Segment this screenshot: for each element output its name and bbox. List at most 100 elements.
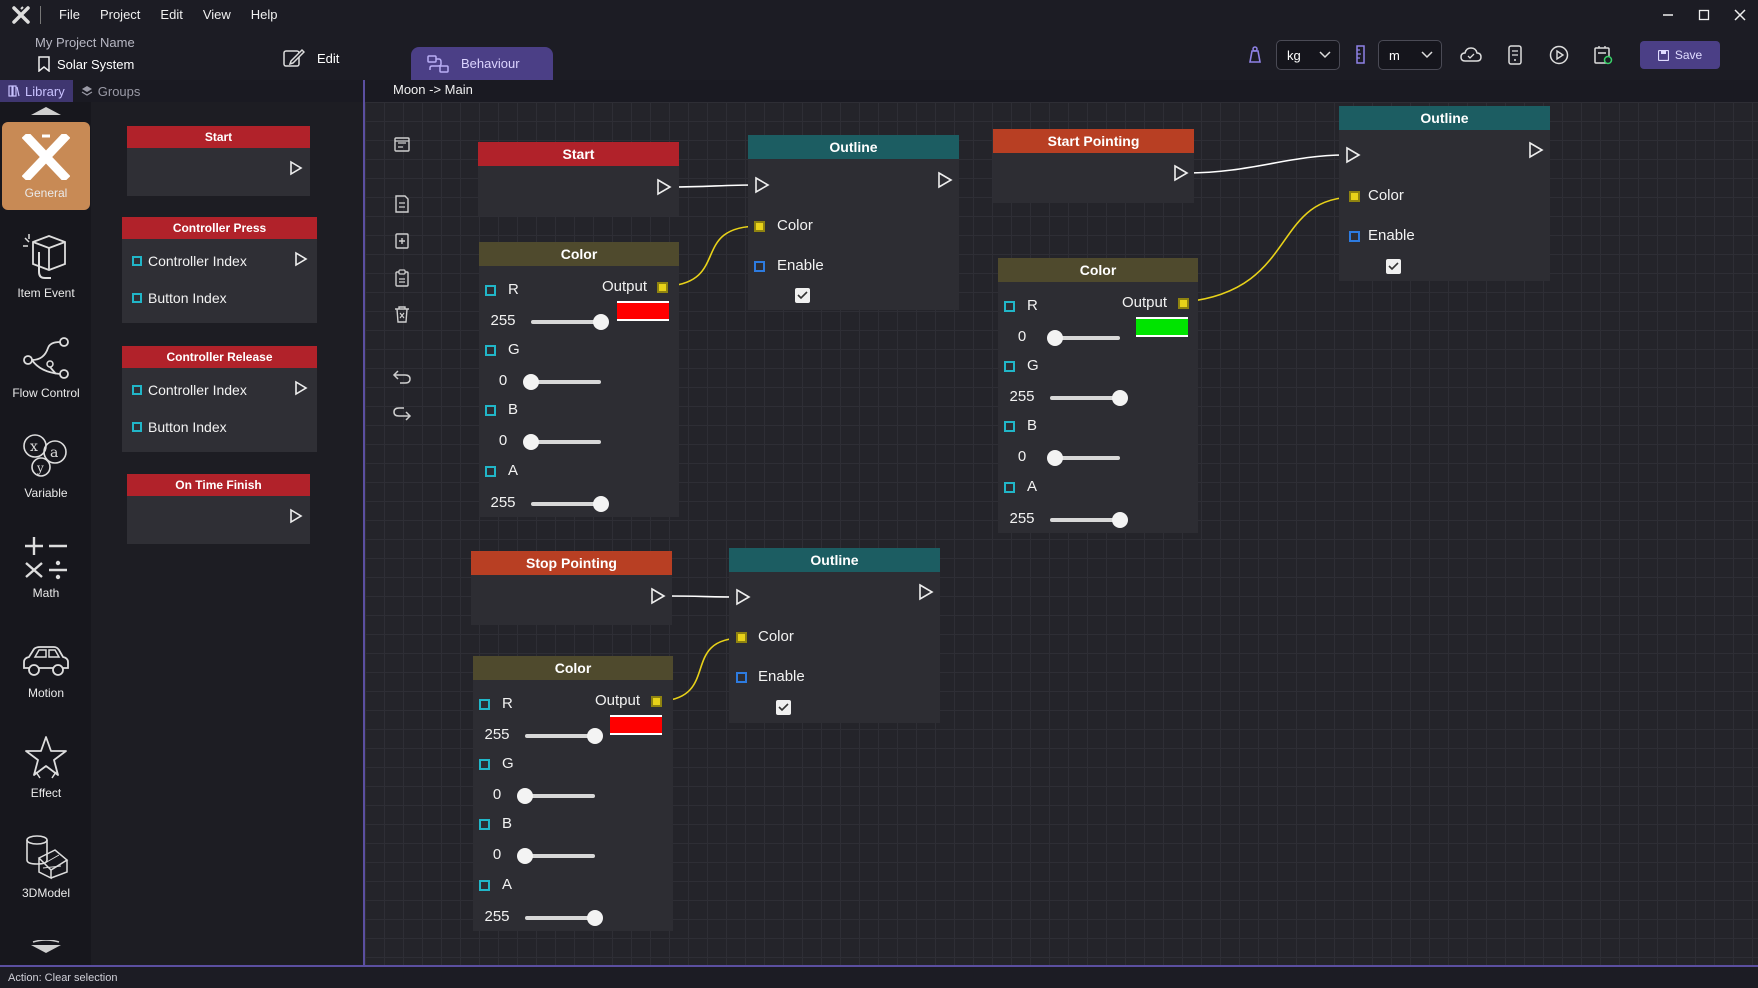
g-slider[interactable] [1050,390,1128,406]
a-slider[interactable] [531,496,609,512]
b-input-pin[interactable] [1004,421,1015,432]
exec-out-icon[interactable] [1528,141,1544,159]
slider-knob[interactable] [587,910,603,926]
pin-icon[interactable] [132,422,142,432]
graph-node-start-pointing[interactable]: Start Pointing [993,129,1194,203]
enable-input-pin[interactable] [754,261,765,272]
cloud-sync-icon[interactable] [1456,40,1486,70]
b-slider[interactable] [523,434,601,450]
graph-node-outline[interactable]: Outline Color Enable [1339,106,1550,281]
length-unit-select[interactable]: m [1378,40,1442,70]
exec-out-icon[interactable] [650,587,666,605]
maximize-button[interactable] [1686,0,1722,30]
exec-out-icon[interactable] [656,178,672,196]
r-input-pin[interactable] [1004,301,1015,312]
close-button[interactable] [1722,0,1758,30]
r-value[interactable]: 255 [484,726,510,743]
document-icon[interactable] [386,190,418,218]
a-value[interactable]: 255 [484,908,510,925]
a-slider[interactable] [525,910,603,926]
r-slider[interactable] [525,728,603,744]
category-motion[interactable]: Motion [2,622,90,710]
undo-icon[interactable] [386,363,418,391]
menu-help[interactable]: Help [250,7,278,22]
category-effect[interactable]: Effect [2,722,90,810]
device-preview-icon[interactable] [1500,40,1530,70]
graph-node-outline[interactable]: Outline Color Enable [748,135,959,310]
slider-knob[interactable] [593,496,609,512]
b-slider[interactable] [517,848,595,864]
paste-icon[interactable] [386,264,418,292]
add-node-icon[interactable] [386,227,418,255]
category-3dmodel[interactable]: 3DModel [2,822,90,910]
exec-out-icon[interactable] [294,380,308,396]
menu-file[interactable]: File [59,7,80,22]
b-value[interactable]: 0 [1017,448,1027,465]
graph-node-stop-pointing[interactable]: Stop Pointing [471,551,672,625]
a-input-pin[interactable] [1004,482,1015,493]
g-input-pin[interactable] [1004,361,1015,372]
enable-input-pin[interactable] [736,672,747,683]
g-input-pin[interactable] [479,759,490,770]
exec-in-icon[interactable] [735,588,751,606]
exec-in-icon[interactable] [754,176,770,194]
delete-icon[interactable] [386,300,418,328]
g-slider[interactable] [517,788,595,804]
panel-divider[interactable] [363,80,365,965]
play-icon[interactable] [1544,40,1574,70]
slider-knob[interactable] [1112,390,1128,406]
pin-icon[interactable] [132,385,142,395]
exec-out-icon[interactable] [294,251,308,267]
tab-behaviour[interactable]: Behaviour [411,47,553,80]
g-value[interactable]: 0 [498,372,508,389]
graph-node-outline[interactable]: Outline Color Enable [729,548,940,723]
scene-selector[interactable]: Solar System [38,56,134,72]
slider-knob[interactable] [517,788,533,804]
g-value[interactable]: 255 [1009,388,1035,405]
exec-out-icon[interactable] [918,583,934,601]
color-input-pin[interactable] [754,221,765,232]
exec-out-icon[interactable] [937,171,953,189]
b-input-pin[interactable] [479,819,490,830]
a-value[interactable]: 255 [1009,510,1035,527]
enable-input-pin[interactable] [1349,231,1360,242]
breadcrumb[interactable]: Moon -> Main [393,82,473,97]
pin-icon[interactable] [132,256,142,266]
tab-library[interactable]: Library [0,80,73,102]
minimize-button[interactable] [1650,0,1686,30]
g-slider[interactable] [523,374,601,390]
slider-knob[interactable] [523,434,539,450]
new-graph-icon[interactable] [386,130,418,158]
library-node-controller-release[interactable]: Controller Release Controller Index Butt… [122,346,317,452]
exec-out-icon[interactable] [1173,164,1189,182]
output-pin[interactable] [651,696,662,707]
enable-checkbox[interactable] [1386,259,1401,274]
slider-knob[interactable] [1047,330,1063,346]
r-value[interactable]: 0 [1017,328,1027,345]
a-input-pin[interactable] [485,466,496,477]
category-math[interactable]: Math [2,522,90,610]
color-input-pin[interactable] [736,632,747,643]
graph-node-color[interactable]: Color Output R 255 G 0 B 0 A 255 [473,656,673,931]
b-value[interactable]: 0 [492,846,502,863]
edit-button[interactable]: Edit [283,48,339,68]
graph-node-color[interactable]: Color Output R 255 G 0 B 0 A 255 [479,242,679,517]
slider-knob[interactable] [523,374,539,390]
g-value[interactable]: 0 [492,786,502,803]
graph-node-start[interactable]: Start [478,142,679,216]
enable-checkbox[interactable] [776,700,791,715]
graph-node-color[interactable]: Color Output R 0 G 255 B 0 A 255 [998,258,1198,533]
menu-edit[interactable]: Edit [160,7,183,22]
exec-out-icon[interactable] [289,508,303,524]
exec-out-icon[interactable] [289,160,303,176]
a-value[interactable]: 255 [490,494,516,511]
library-node-start[interactable]: Start [127,126,310,196]
r-slider[interactable] [1047,330,1120,346]
slider-knob[interactable] [1112,512,1128,528]
a-input-pin[interactable] [479,880,490,891]
slider-knob[interactable] [1047,450,1063,466]
menu-view[interactable]: View [202,7,231,22]
color-input-pin[interactable] [1349,191,1360,202]
r-value[interactable]: 255 [490,312,516,329]
